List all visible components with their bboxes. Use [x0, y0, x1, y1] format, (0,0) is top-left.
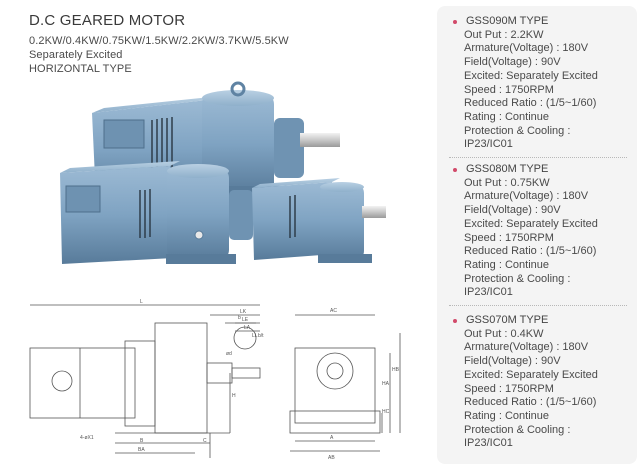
dim-label-ha: HA: [382, 381, 390, 387]
dim-label-a: A: [330, 435, 334, 441]
spec-line: Field(Voltage) : 90V: [464, 204, 561, 217]
spec-divider: [449, 157, 627, 158]
dim-label-hole: 4-øX1: [80, 435, 94, 441]
motor-small: [252, 178, 386, 263]
spec-line: IP23/IC01: [464, 437, 513, 450]
spec-panel: [437, 6, 637, 464]
spec-model: GSS080M TYPE: [466, 163, 549, 175]
dim-label-l: L: [140, 299, 143, 305]
power-range: 0.2KW/0.4KW/0.75KW/1.5KW/2.2KW/3.7KW/5.5…: [29, 35, 289, 47]
spec-line: Reduced Ratio : (1/5~1/60): [464, 396, 597, 409]
spec-line: Reduced Ratio : (1/5~1/60): [464, 97, 597, 110]
dim-label-c: C: [203, 438, 207, 444]
spec-block-gss070m: GSS070M TYPE Out Put : 0.4KW Armature(Vo…: [451, 314, 598, 451]
spec-line: Out Put : 0.75KW: [464, 176, 550, 189]
motor-product-photo: [60, 81, 386, 264]
dim-label-ll: LL: [252, 333, 258, 339]
spec-line: Rating : Continue: [464, 110, 549, 123]
motor-medium: [60, 161, 253, 264]
spec-line: Armature(Voltage) : 180V: [464, 190, 589, 203]
dim-label-lk: LK: [240, 309, 247, 315]
spec-line: Field(Voltage) : 90V: [464, 56, 561, 69]
mounting-type: HORIZONTAL TYPE: [29, 63, 132, 75]
spec-line: Armature(Voltage) : 180V: [464, 42, 589, 55]
dim-label-hb: HB: [392, 367, 400, 373]
dim-label-bt: b/t: [258, 333, 264, 339]
spec-line: IP23/IC01: [464, 286, 513, 299]
dim-label-le: LE: [242, 317, 249, 323]
dim-label-h: H: [232, 393, 236, 399]
spec-model-heading: GSS070M TYPE: [451, 314, 598, 328]
spec-line: Out Put : 0.4KW: [464, 327, 544, 340]
bullet-icon: [453, 319, 457, 323]
spec-model-heading: GSS090M TYPE: [451, 15, 598, 29]
dim-label-b: B: [140, 438, 144, 444]
product-title: D.C GEARED MOTOR: [29, 12, 186, 29]
spec-line: Reduced Ratio : (1/5~1/60): [464, 245, 597, 258]
dim-label-ac: AC: [330, 308, 337, 314]
spec-line: Field(Voltage) : 90V: [464, 355, 561, 368]
spec-model-heading: GSS080M TYPE: [451, 163, 598, 177]
spec-block-gss090m: GSS090M TYPE Out Put : 2.2KW Armature(Vo…: [451, 15, 598, 152]
spec-line: Armature(Voltage) : 180V: [464, 341, 589, 354]
spec-block-gss080m: GSS080M TYPE Out Put : 0.75KW Armature(V…: [451, 163, 598, 300]
spec-line: Out Put : 2.2KW: [464, 28, 544, 41]
spec-line: Excited: Separately Excited: [464, 69, 598, 82]
spec-line: Rating : Continue: [464, 409, 549, 422]
spec-line: Speed : 1750RPM: [464, 382, 554, 395]
dim-label-ab: AB: [328, 455, 335, 461]
spec-line: Protection & Cooling :: [464, 124, 571, 137]
spec-divider: [449, 305, 627, 306]
dim-label-la: LA: [244, 325, 251, 331]
spec-line: Protection & Cooling :: [464, 272, 571, 285]
spec-line: Speed : 1750RPM: [464, 231, 554, 244]
dim-label-ba: BA: [138, 447, 145, 453]
dim-label-hc: HC: [382, 409, 390, 415]
spec-line: IP23/IC01: [464, 138, 513, 151]
spec-line: Protection & Cooling :: [464, 423, 571, 436]
spec-line: Speed : 1750RPM: [464, 83, 554, 96]
dim-label-b-small: b: [238, 315, 241, 321]
dim-label-d: ød: [226, 351, 232, 357]
spec-line: Excited: Separately Excited: [464, 368, 598, 381]
spec-model: GSS070M TYPE: [466, 314, 549, 326]
spec-line: Excited: Separately Excited: [464, 217, 598, 230]
dimension-drawing: L LK LE LA LL H B BA C 4-øX1 b b/t ød AC…: [29, 299, 401, 461]
excitation-type: Separately Excited: [29, 49, 123, 61]
spec-model: GSS090M TYPE: [466, 15, 549, 27]
bullet-icon: [453, 20, 457, 24]
spec-line: Rating : Continue: [464, 258, 549, 271]
bullet-icon: [453, 168, 457, 172]
